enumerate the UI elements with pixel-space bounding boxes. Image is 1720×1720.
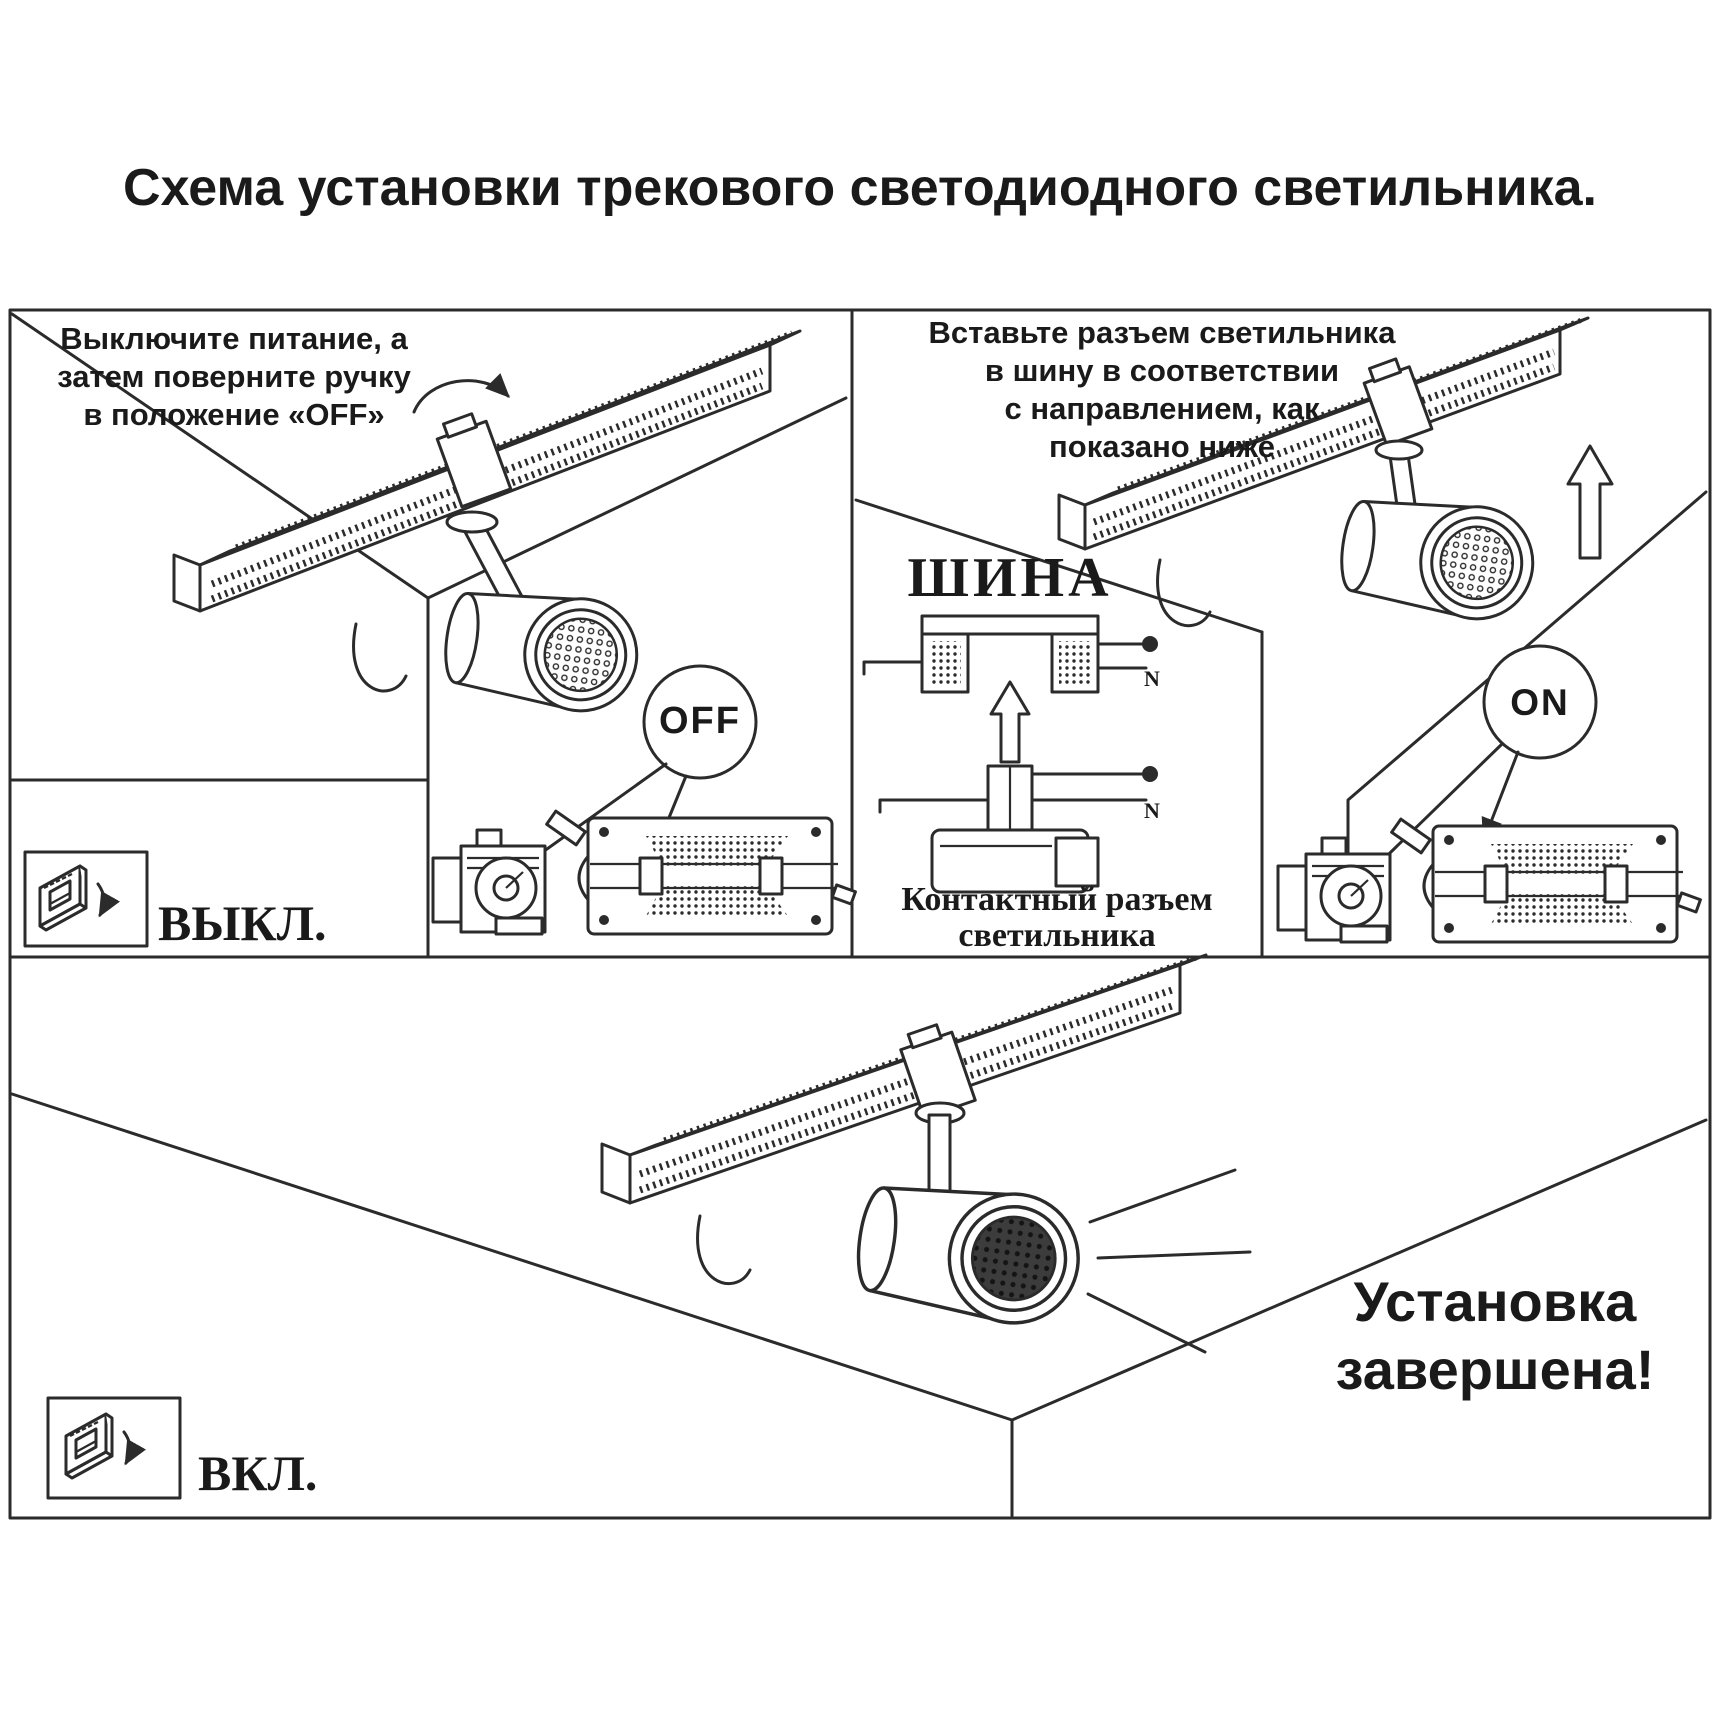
completion-line: завершена!: [1335, 1338, 1655, 1401]
insert-direction-arrow: [989, 680, 1031, 764]
step3-switch-box: [46, 1396, 182, 1500]
neutral-terminal-label: N: [1144, 798, 1160, 823]
light-rays: [1086, 1168, 1252, 1354]
diagram-frame: [8, 308, 1712, 1520]
track-spotlight: [856, 1023, 1080, 1325]
page-title: Схема установки трекового светодиодного …: [123, 159, 1597, 217]
ceiling-outline: [854, 490, 1708, 862]
on-callout-circle: [1482, 644, 1598, 760]
instruction-line: Выключите питание, а: [60, 321, 408, 356]
bus-label: ШИНА: [907, 547, 1113, 609]
on-label: ON: [1510, 682, 1570, 723]
terminal-dot: [1142, 636, 1158, 652]
step1-instruction: Выключите питание, а затем поверните руч…: [36, 320, 432, 434]
connector-caption: Контактный разъем светильника: [850, 882, 1264, 954]
step2-instruction: Вставьте разъем светильника в шину в соо…: [862, 314, 1462, 466]
switch-state-off-label: ВЫКЛ.: [158, 895, 327, 951]
lamp-connector: [930, 764, 1100, 894]
terminal-dot: [1142, 766, 1158, 782]
instruction-line: затем поверните ручку: [57, 359, 411, 394]
outer-border: [8, 308, 1712, 1520]
step3-scene: [10, 953, 1708, 1518]
instruction-line: в положение «OFF»: [83, 397, 385, 432]
lamp-lens: [1439, 525, 1515, 601]
mounting-clip-hook: [1156, 558, 1212, 628]
track-spotlight: [1340, 357, 1535, 621]
wire-live: [878, 798, 990, 814]
insert-direction-arrow: [1566, 444, 1614, 560]
step1-scene: [10, 312, 857, 957]
off-label: OFF: [659, 700, 741, 742]
adapter-knob-and-plate-view: [431, 809, 857, 936]
instruction-line: Вставьте разъем светильника: [928, 315, 1396, 350]
track-rail: [1057, 316, 1590, 551]
lamp-lens: [543, 617, 619, 693]
off-callout-circle: [642, 664, 758, 780]
track-rail: [600, 953, 1208, 1205]
completion-line: Установка: [1353, 1270, 1637, 1333]
adapter-knob-and-plate-view: [1276, 817, 1702, 944]
instruction-line: в шину в соответствии: [984, 353, 1340, 388]
step1-switch-box: [23, 850, 149, 948]
rotation-arrow: [412, 373, 510, 414]
instruction-line: показано ниже: [1049, 429, 1275, 464]
instruction-line: с направлением, как: [1004, 391, 1320, 426]
bus-and-connector-detail: N N: [862, 614, 1160, 894]
lamp-lens-lit: [970, 1215, 1057, 1302]
caption-line: Контактный разъем: [901, 881, 1213, 918]
mounting-clip-hook: [696, 1214, 752, 1286]
switch-state-on-label: ВКЛ.: [198, 1445, 318, 1501]
track-spotlight: [435, 412, 639, 713]
wire-live: [862, 660, 924, 676]
mounting-clip-hook: [352, 622, 408, 693]
ceiling-outline: [10, 1092, 1708, 1518]
neutral-terminal-label: N: [1144, 666, 1160, 691]
step2-scene: [854, 316, 1708, 944]
completion-message: Установка завершена!: [1280, 1268, 1710, 1404]
caption-line: светильника: [958, 917, 1156, 954]
track-cross-section: [920, 614, 1100, 694]
